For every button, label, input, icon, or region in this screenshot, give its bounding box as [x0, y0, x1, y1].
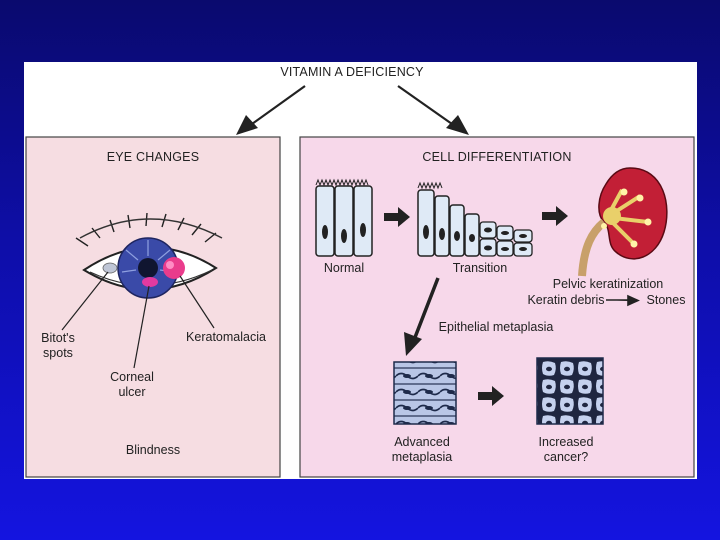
advanced-metaplasia-tissue — [393, 361, 457, 425]
advanced-metaplasia-label-1: Advanced — [394, 435, 450, 449]
increased-cancer-tissue — [536, 357, 604, 425]
arrow-debris-to-stones — [606, 294, 640, 307]
eye-illustration — [75, 212, 223, 299]
bitots-spots-label-2: spots — [43, 346, 73, 360]
pelvic-keratinization-label: Pelvic keratinization — [553, 277, 664, 291]
cell-differentiation-heading: CELL DIFFERENTIATION — [422, 150, 571, 164]
transition-cells — [417, 181, 533, 257]
title-right-arrow — [397, 85, 469, 135]
diagram-title: VITAMIN A DEFICIENCY — [280, 65, 424, 79]
advanced-metaplasia-label-2: metaplasia — [392, 450, 452, 464]
normal-label: Normal — [324, 261, 364, 275]
bitots-spots-label-1: Bitot's — [41, 331, 75, 345]
arrow-to-metaplasia — [404, 277, 440, 356]
title-left-arrow — [236, 85, 306, 135]
transition-label: Transition — [453, 261, 507, 275]
arrow-normal-to-transition — [384, 207, 410, 227]
corneal-ulcer-label-2: ulcer — [118, 385, 145, 399]
keratomalacia-label: Keratomalacia — [186, 330, 266, 344]
keratin-debris-label: Keratin debris — [527, 293, 604, 307]
kidney-illustration — [578, 167, 668, 277]
arrow-metaplasia-to-cancer — [478, 386, 504, 406]
eye-changes-heading: EYE CHANGES — [107, 150, 200, 164]
increased-cancer-label-1: Increased — [539, 435, 594, 449]
eye-changes-panel — [25, 136, 281, 478]
blindness-label: Blindness — [126, 443, 180, 457]
normal-cells — [315, 178, 373, 257]
epithelial-metaplasia-label: Epithelial metaplasia — [439, 320, 554, 334]
arrow-transition-to-kidney — [542, 206, 568, 226]
corneal-ulcer-label-1: Corneal — [110, 370, 154, 384]
stones-label: Stones — [647, 293, 686, 307]
increased-cancer-label-2: cancer? — [544, 450, 589, 464]
eye-leader-lines — [61, 271, 215, 369]
